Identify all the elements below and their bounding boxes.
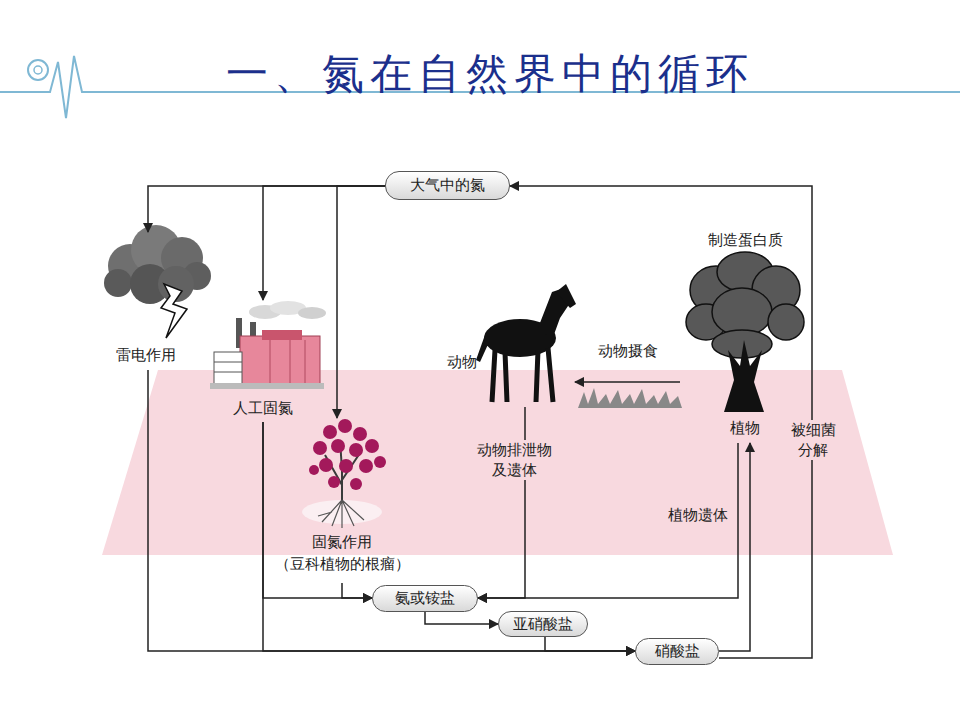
roots bbox=[318, 500, 364, 528]
flow-arrow bbox=[575, 381, 680, 383]
compound-pill: 硝酸盐 bbox=[635, 638, 719, 665]
factory-line bbox=[305, 340, 306, 384]
flow-arrow bbox=[510, 186, 812, 658]
illustrated-node: 雷电作用 bbox=[100, 232, 210, 370]
page-title: 一、氮在自然界中的循环 bbox=[150, 46, 830, 102]
header-icon bbox=[28, 60, 48, 80]
node-label: 人工固氮 bbox=[217, 398, 309, 418]
tree-trunk bbox=[724, 340, 764, 412]
legume-illustration bbox=[302, 419, 386, 528]
illustrated-node: 人工固氮 bbox=[205, 300, 325, 422]
edge-label: 动物排泄物及遗体 bbox=[470, 440, 558, 480]
factory-line bbox=[214, 372, 242, 373]
factory-line bbox=[290, 340, 291, 384]
flower-cluster bbox=[309, 419, 386, 490]
node-label: 氨或铵盐 bbox=[395, 589, 455, 608]
lightning-bolt bbox=[161, 284, 187, 338]
cloud-puff bbox=[104, 269, 132, 297]
edge-label: 动物摄食 bbox=[590, 341, 666, 361]
flow-arrow bbox=[342, 583, 372, 598]
flower bbox=[313, 441, 327, 455]
flower bbox=[328, 476, 340, 488]
node-label: 硝酸盐 bbox=[655, 642, 700, 661]
flow-arrow bbox=[263, 422, 635, 651]
node-label: 雷电作用 bbox=[100, 345, 192, 365]
flower bbox=[374, 456, 386, 468]
flower bbox=[353, 427, 367, 441]
flower bbox=[331, 439, 345, 453]
soil-band bbox=[102, 370, 893, 555]
flower bbox=[339, 459, 353, 473]
tree-leaves bbox=[768, 304, 804, 340]
factory-line bbox=[214, 362, 242, 363]
flower bbox=[350, 478, 362, 490]
illustrated-node: 动物 bbox=[440, 282, 575, 407]
flower bbox=[323, 425, 337, 439]
header-icon bbox=[34, 66, 42, 74]
illustrated-node: 固氮作用（豆科植物的根瘤） bbox=[262, 418, 422, 583]
factory-line bbox=[270, 340, 271, 384]
node-label: 固氮作用 bbox=[262, 532, 422, 552]
flow-arrow bbox=[478, 407, 525, 598]
horse-legs bbox=[492, 348, 553, 402]
flow-arrow bbox=[337, 186, 385, 418]
node-label: （豆科植物的根瘤） bbox=[262, 554, 422, 574]
tree-leaves bbox=[712, 288, 772, 336]
factory-illustration bbox=[210, 301, 326, 389]
compound-pill: 氨或铵盐 bbox=[372, 585, 478, 612]
flower bbox=[338, 419, 352, 433]
grass bbox=[578, 388, 682, 408]
flow-arrow bbox=[545, 637, 635, 651]
flow-arrow bbox=[719, 443, 750, 651]
edge-label: 被细菌分解 bbox=[789, 420, 837, 460]
flower bbox=[349, 443, 363, 457]
flower bbox=[365, 439, 379, 453]
factory-roof bbox=[262, 330, 302, 340]
cloud-illustration bbox=[104, 225, 211, 338]
edge-label: 植物遗体 bbox=[662, 505, 734, 525]
smoke bbox=[298, 307, 326, 319]
factory-building bbox=[240, 336, 320, 384]
grass-illustration bbox=[578, 388, 682, 408]
flow-arrow bbox=[148, 370, 635, 651]
flower bbox=[359, 459, 373, 473]
factory-base bbox=[210, 383, 324, 389]
flower bbox=[319, 458, 333, 472]
compound-pill: 大气中的氮 bbox=[385, 171, 510, 200]
flower bbox=[309, 465, 319, 475]
node-label: 大气中的氮 bbox=[410, 176, 485, 195]
header-line bbox=[0, 91, 22, 93]
flow-arrow bbox=[148, 186, 385, 232]
node-label: 植物 bbox=[725, 418, 765, 438]
flow-arrow bbox=[425, 612, 498, 624]
node-label: 制造蛋白质 bbox=[690, 230, 800, 250]
node-label: 亚硝酸盐 bbox=[513, 615, 573, 634]
illustrated-node: 制造蛋白质植物 bbox=[680, 228, 810, 443]
flow-arrow bbox=[263, 186, 385, 300]
horse-illustration bbox=[476, 284, 576, 402]
tree-illustration bbox=[686, 252, 804, 412]
horse-tail bbox=[476, 332, 490, 362]
horse-head bbox=[556, 284, 576, 308]
node-label: 动物 bbox=[442, 352, 482, 372]
factory-shed bbox=[214, 352, 242, 384]
compound-pill: 亚硝酸盐 bbox=[498, 611, 588, 637]
